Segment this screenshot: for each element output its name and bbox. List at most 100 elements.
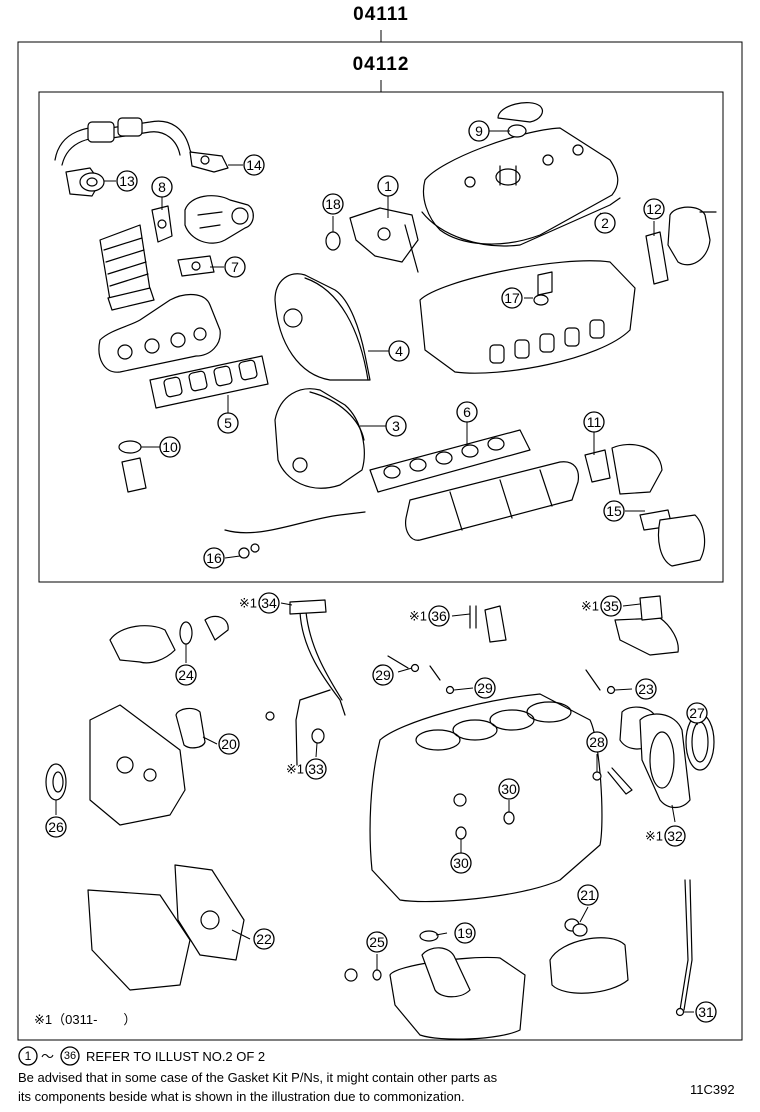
- svg-text:24: 24: [178, 667, 194, 683]
- water-inlet-drawing: [109, 625, 176, 664]
- svg-text:25: 25: [369, 934, 385, 950]
- outer-kit-number: 04111: [353, 4, 409, 25]
- svg-text:30: 30: [453, 855, 469, 871]
- outer-kit-frame: [17, 41, 743, 1041]
- oil-pan-drawing: [389, 956, 526, 1040]
- range-separator: ～: [41, 1049, 54, 1064]
- svg-text:13: 13: [119, 173, 135, 189]
- part-illustrations-inner: [54, 102, 717, 567]
- svg-text:2: 2: [601, 215, 609, 231]
- svg-text:29: 29: [375, 667, 391, 683]
- callout-36: 36: [428, 605, 450, 627]
- oil-filler-cap-drawing: [497, 102, 543, 123]
- gasket-4-drawing: [304, 277, 369, 381]
- callouts-inner: 1 2 3 4 5 6 7 8 9 10 11 12 13 14 15 16 1…: [116, 120, 665, 569]
- washer-28-drawing: [592, 771, 602, 781]
- note-mark-36: ※1: [409, 609, 427, 624]
- callout-32: 32: [664, 825, 686, 847]
- callout-12: 12: [643, 198, 665, 220]
- svg-text:26: 26: [48, 819, 64, 835]
- gasket-20-drawing: [175, 707, 206, 749]
- callout-20: 20: [218, 733, 240, 755]
- callout-19: 19: [454, 922, 476, 944]
- callout-28: 28: [586, 731, 608, 753]
- svg-text:4: 4: [395, 343, 403, 359]
- svg-text:20: 20: [221, 736, 237, 752]
- seal-retainer-32-drawing: [639, 713, 691, 809]
- throttle-body-drawing: [611, 443, 663, 495]
- gasket-13-drawing: [79, 172, 105, 192]
- callout-27: 27: [686, 702, 708, 724]
- note-mark-32: ※1: [645, 829, 663, 844]
- svg-text:18: 18: [325, 196, 341, 212]
- water-pipe-drawing: [614, 617, 679, 656]
- callout-13: 13: [116, 170, 138, 192]
- svg-text:17: 17: [504, 290, 520, 306]
- illustration-code: 11C392: [690, 1082, 735, 1097]
- callout-6: 6: [456, 401, 478, 423]
- callout-1: 1: [377, 175, 399, 197]
- svg-text:35: 35: [603, 598, 619, 614]
- svg-text:11: 11: [587, 414, 602, 430]
- svg-text:29: 29: [477, 680, 493, 696]
- note-mark-33: ※1: [286, 762, 304, 777]
- callout-5: 5: [217, 412, 239, 434]
- o-ring-21b-drawing: [572, 923, 588, 937]
- callout-24: 24: [175, 664, 197, 686]
- note-marks: ※1 ※1 ※1 ※1 ※1: [239, 596, 663, 844]
- svg-text:8: 8: [158, 179, 166, 195]
- head-cover-drawing: [422, 127, 619, 245]
- bolts-29-drawing: [387, 655, 441, 681]
- svg-text:27: 27: [689, 705, 705, 721]
- footer-range: 1 ～ 36 REFER TO ILLUST NO.2 OF 2: [18, 1046, 265, 1066]
- callout-17: 17: [501, 287, 523, 309]
- date-note: ※1（0311- ）: [34, 1012, 136, 1027]
- callouts-outer: 19 20 21 22 23 24 25 26 27 28 29 29 30 3…: [45, 592, 717, 1023]
- gasket-7-drawing: [177, 255, 215, 277]
- timing-cover-upper-drawing: [274, 273, 371, 381]
- range-end: 36: [64, 1050, 76, 1062]
- callout-35: 35: [600, 595, 622, 617]
- callout-15: 15: [603, 500, 625, 522]
- seal-33-drawing: [311, 728, 325, 744]
- svg-text:15: 15: [606, 503, 622, 519]
- gasket-6-drawing: [369, 429, 531, 493]
- callout-8: 8: [151, 176, 173, 198]
- callout-26: 26: [45, 816, 67, 838]
- gasket-19-drawing: [419, 930, 439, 942]
- timing-cover-lower-drawing: [274, 388, 365, 489]
- svg-text:16: 16: [206, 550, 222, 566]
- gasket-11-drawing: [584, 449, 611, 483]
- inner-kit-frame: [38, 91, 724, 583]
- exhaust-manifold-drawing: [98, 294, 221, 373]
- callout-9: 9: [468, 120, 490, 142]
- svg-text:33: 33: [308, 761, 324, 777]
- o-ring-31-drawing: [675, 1007, 685, 1017]
- svg-text:32: 32: [667, 828, 683, 844]
- cylinder-head-drawing: [419, 260, 636, 374]
- cylinder-block-drawing: [369, 693, 603, 903]
- svg-text:22: 22: [256, 931, 272, 947]
- callout-25: 25: [366, 931, 388, 953]
- callout-30a: 30: [498, 778, 520, 800]
- seal-10-drawing: [118, 440, 142, 454]
- note-mark-34: ※1: [239, 596, 257, 611]
- water-outlet-drawing: [349, 207, 419, 263]
- callout-29a: 29: [372, 664, 394, 686]
- oil-pipe-34-drawing: [299, 611, 346, 716]
- svg-text:34: 34: [261, 595, 277, 611]
- callout-34: 34: [258, 592, 280, 614]
- svg-text:31: 31: [698, 1004, 714, 1020]
- callout-30b: 30: [450, 852, 472, 874]
- harness-16-drawing: [224, 511, 366, 534]
- svg-text:9: 9: [475, 123, 483, 139]
- inner-kit-number: 04112: [353, 54, 410, 75]
- callout-2: 2: [594, 212, 616, 234]
- svg-text:19: 19: [457, 925, 473, 941]
- callout-23: 23: [635, 678, 657, 700]
- vacuum-pump-drawing: [667, 206, 711, 266]
- svg-text:21: 21: [580, 887, 596, 903]
- callout-3: 3: [385, 415, 407, 437]
- washer-23-drawing: [606, 685, 616, 695]
- svg-text:12: 12: [646, 201, 662, 217]
